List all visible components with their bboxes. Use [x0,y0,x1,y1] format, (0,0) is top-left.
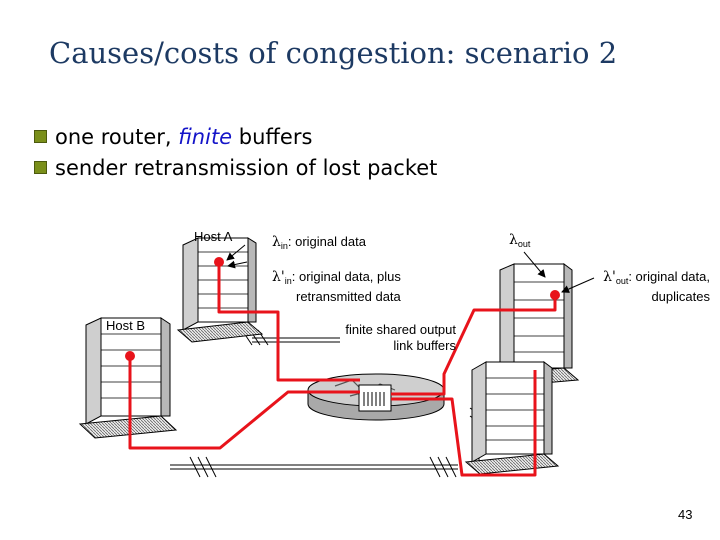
receiver-2-computer [464,361,560,475]
lambda-in-label: λin: original data [272,234,366,251]
host-a-computer [176,237,264,343]
bullet-item-1: one router, finite buffers [34,122,437,153]
host-b-flow [128,356,360,450]
lambda-out-label: λout [509,232,531,249]
host-b-label: Host B [106,318,146,333]
out-flow-1 [391,295,557,396]
bullet-icon [34,130,47,143]
slide-title: Causes/costs of congestion: scenario 2 [49,36,618,70]
bullet-icon [34,161,47,174]
host-a-flow [217,262,360,382]
host-a-label: Host A [194,229,233,244]
host-a-endpoint [214,257,224,267]
arrow-lambda-prime-in [227,260,248,269]
arrow-lambda-in [226,244,246,261]
annotation-arrows [226,244,595,293]
buffers-label: finite shared output link buffers [345,322,456,353]
out-flow-2 [391,370,537,477]
arrow-lambda-prime-out [561,277,595,293]
lambda-prime-out-label: λ'out: original data, duplicates [603,269,710,304]
traffic-flows [128,262,557,477]
finite-word: finite [178,125,233,149]
page-number: 43 [678,507,693,522]
arrow-lambda-out [523,251,546,278]
host-b-endpoint [125,351,135,361]
host-b-computer [78,317,178,439]
lambda-prime-in-label: λ'in: original data, plus retransmitted … [272,269,401,304]
bullet-item-2: sender retransmission of lost packet [34,153,437,184]
bullet-list: one router, finite buffers sender retran… [34,122,437,184]
output-link-buffer-icon [358,384,392,412]
receiver-endpoint [550,290,560,300]
